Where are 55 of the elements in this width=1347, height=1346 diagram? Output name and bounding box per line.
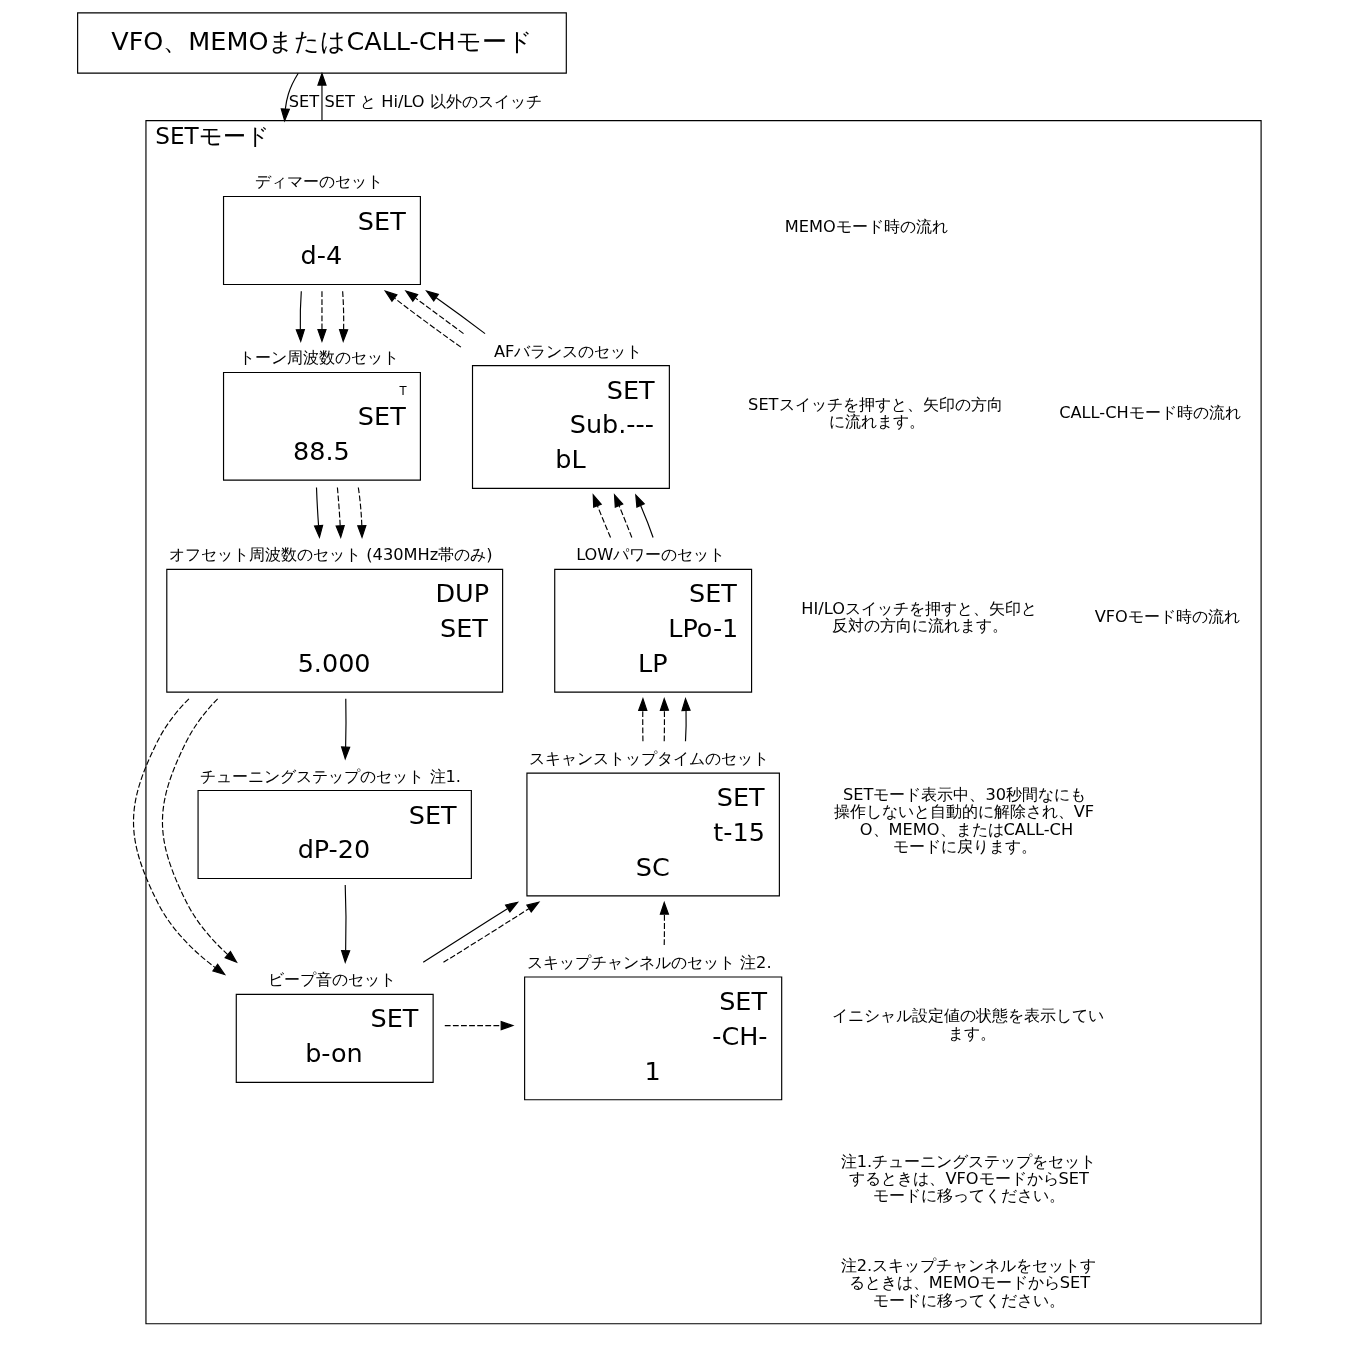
edge-label: SET と Hi/LO 以外のスイッチ (324, 91, 542, 111)
label: イニシャル設定値の状態を表示しています。 (831, 1006, 1104, 1043)
legend-label: VFOモード時の流れ (1094, 607, 1240, 627)
legend-label: MEMOモード時の流れ (784, 217, 948, 237)
node-box: DUP SET 5.000 (165, 568, 503, 693)
node-label: AFバランスのセット (493, 341, 642, 361)
arrow (680, 697, 691, 742)
node-label: ディマーのセット (254, 172, 383, 192)
node-label: オフセット周波数のセット (430MHz帯のみ) (168, 545, 492, 565)
node-box: SET b-on (235, 993, 434, 1083)
arrow (132, 698, 226, 976)
arrow (422, 901, 519, 963)
arrow (340, 698, 350, 761)
arrow (313, 486, 323, 540)
label: HI/LOスイッチを押すと、矢印と反対の方向に流れます。 (800, 598, 1037, 635)
arrow (340, 884, 350, 964)
label: SETスイッチを押すと、矢印の方向に流れます。 (747, 394, 1003, 432)
label: 注2.スキップチャンネルをセットするときは、MEMOモードからSETモードに移ってください。 (840, 1255, 1096, 1310)
arrow (637, 697, 648, 742)
arrow (404, 289, 464, 335)
arrow (338, 290, 348, 343)
arrow (334, 486, 345, 540)
node-box: SET LPo-1 LP (553, 568, 752, 693)
arrow (161, 698, 238, 964)
node-label: チューニングステップのセット 注1. (199, 766, 461, 786)
node-box: VFO、MEMOまたはCALL-CHモード (76, 12, 567, 74)
edge-label: SET (288, 91, 319, 111)
arrow (634, 493, 654, 539)
label: 注1.チューニングステップをセットするときは、VFOモードからSETモードに移ってください。 (840, 1151, 1096, 1206)
arrow (443, 1020, 514, 1031)
arrow (442, 901, 540, 963)
node-box: SET dP-20 (197, 789, 472, 880)
node-label: スキャンストップタイムのセット (528, 749, 769, 769)
arrow (294, 290, 305, 343)
node-box: SET -CH- 1 (523, 976, 782, 1101)
arrow (279, 72, 299, 123)
arrow (659, 697, 669, 742)
node-box: T SET 88.5 (222, 371, 421, 481)
node-label: LOWパワーのセット (575, 545, 725, 565)
node-box: SET d-4 (222, 195, 421, 286)
label: SETモード表示中、30秒間なにも操作しないと自動的に解除され、VFO、MEMO、またはCALL-CHモードに戻ります。 (833, 785, 1094, 857)
arrow (356, 486, 367, 540)
arrow (424, 289, 486, 335)
arrow (592, 493, 611, 539)
arrow (316, 71, 327, 122)
node-box: SET t-15 SC (525, 772, 780, 897)
arrow (659, 900, 669, 946)
node-box: SET Sub.--- bL (471, 364, 670, 489)
arrow (383, 289, 461, 348)
node-label: スキップチャンネルのセット 注2. (526, 952, 772, 972)
legend-label: CALL-CHモード時の流れ (1058, 403, 1241, 423)
node-label: ビープ音のセット (267, 970, 396, 990)
node-label: トーン周波数のセット (238, 348, 399, 368)
arrow (613, 493, 632, 539)
arrow (316, 290, 327, 343)
